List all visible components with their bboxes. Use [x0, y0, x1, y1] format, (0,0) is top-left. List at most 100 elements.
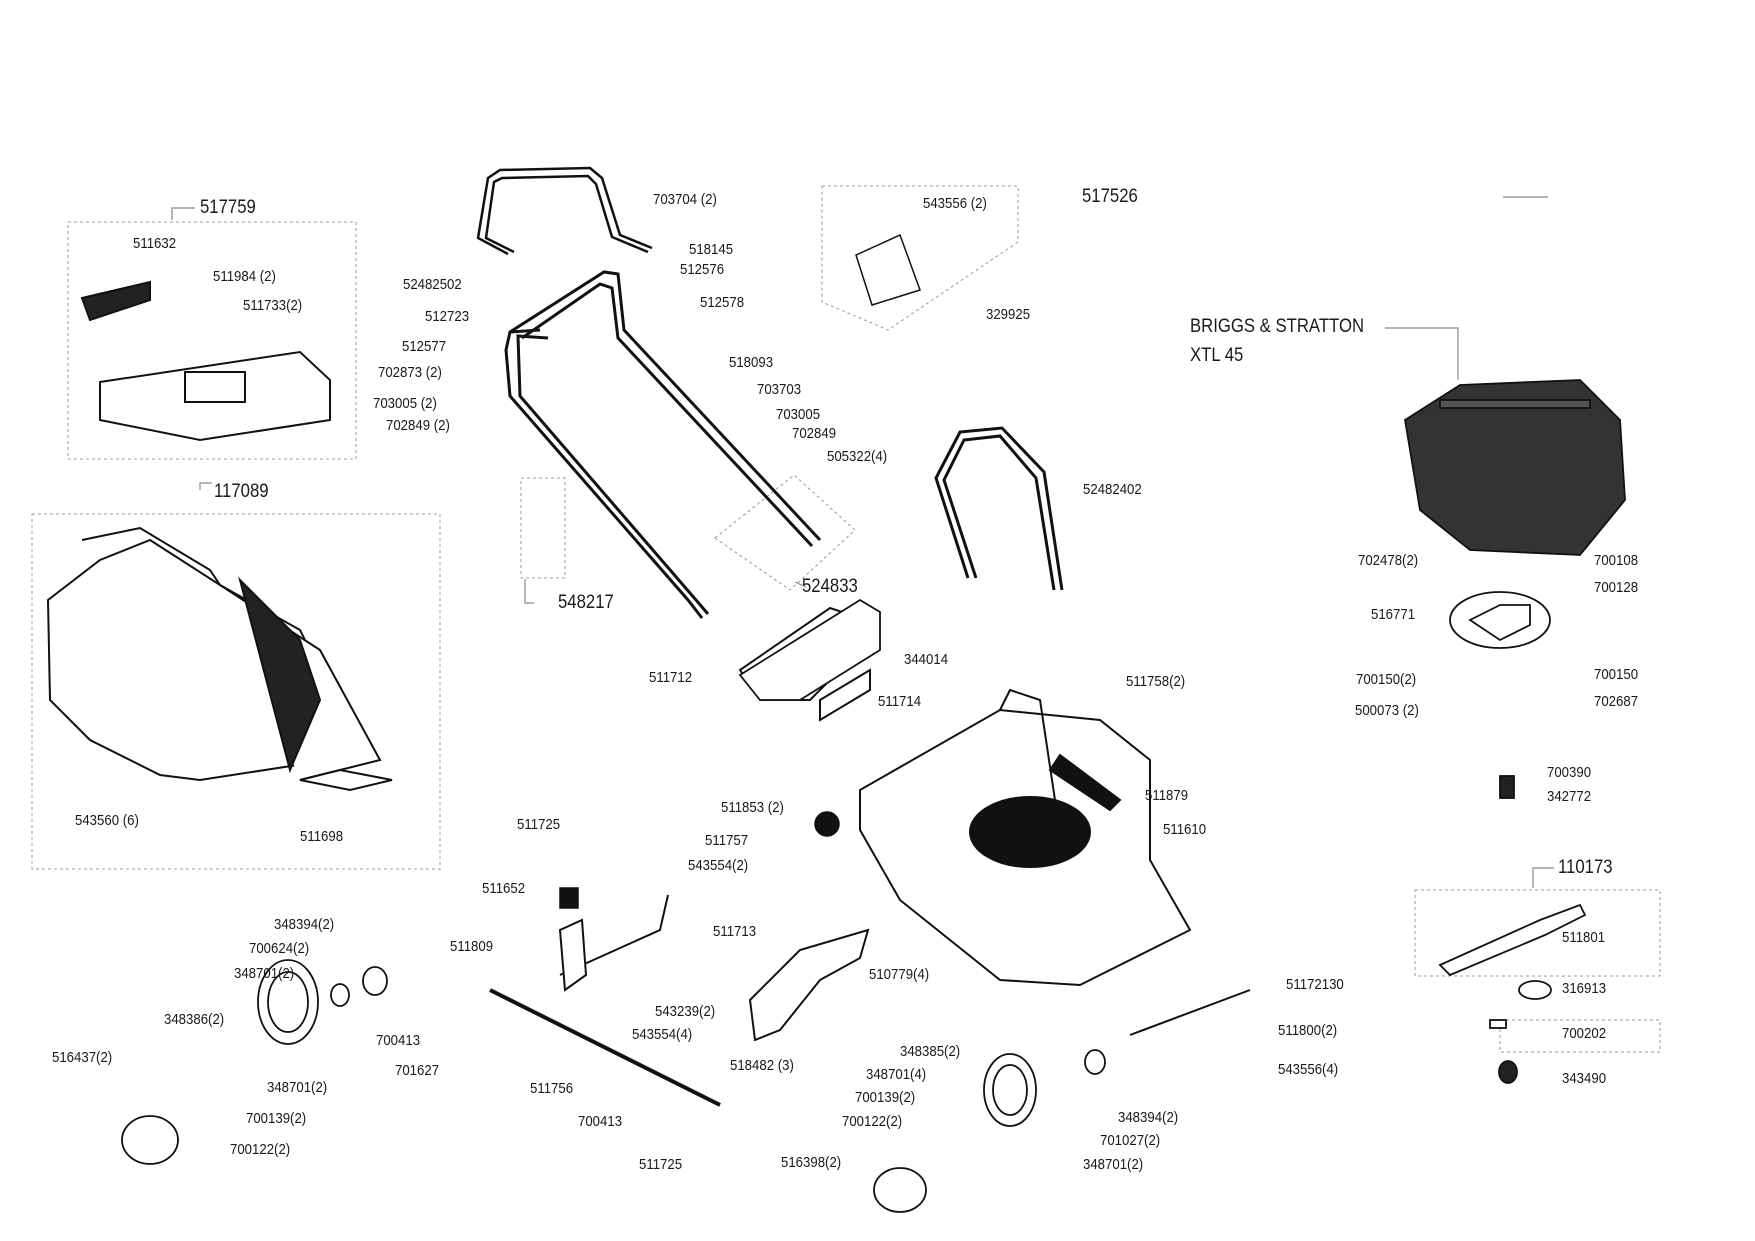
part-label: 700413: [578, 1113, 623, 1130]
switch-block: [559, 233, 921, 909]
part-label: 500073 (2): [1355, 702, 1419, 719]
part-label: 701027(2): [1100, 1132, 1161, 1149]
part-label: 700413: [376, 1032, 421, 1049]
leader: [199, 482, 212, 490]
box-110173: [1414, 889, 1661, 977]
part-label: 512723: [425, 308, 470, 325]
part-label: 511610: [1163, 821, 1207, 838]
part-label: 348394(2): [1118, 1109, 1179, 1126]
box-117089: [31, 513, 441, 870]
part-label: 700108: [1594, 552, 1639, 569]
part-label: 512576: [680, 261, 725, 278]
grass-catcher: [46, 526, 393, 792]
blade: [1438, 775, 1587, 1084]
part-label: 700122(2): [842, 1113, 903, 1130]
box-700202: [1499, 1019, 1661, 1053]
part-label: 511712: [649, 669, 693, 686]
part-label: 511984 (2): [213, 268, 276, 285]
part-label: 342772: [1547, 788, 1592, 805]
part-label: 348701(2): [267, 1079, 328, 1096]
leader: [171, 207, 195, 220]
part-label: 700202: [1562, 1025, 1607, 1042]
part-label: 52482402: [1083, 481, 1142, 498]
part-label: 511632: [133, 235, 177, 252]
deck: [859, 688, 1192, 987]
axles: [489, 894, 1251, 1107]
wheel-rear: [257, 959, 388, 1045]
rear-roller: [738, 598, 881, 701]
engine: [1404, 379, 1626, 556]
leader-engine: [1385, 327, 1459, 380]
engine-model-label: XTL 45: [1190, 345, 1244, 366]
part-label: 543556 (2): [923, 195, 987, 212]
part-label: 348701(2): [1083, 1156, 1144, 1173]
leader: [1532, 867, 1554, 888]
assembly-517759-label: 517759: [200, 197, 256, 218]
side-flap: [748, 928, 870, 1042]
handle-lower: [504, 270, 822, 619]
part-label: 511698: [300, 828, 344, 845]
box-517526: [821, 185, 1019, 331]
assembly-110173-label: 110173: [1558, 857, 1613, 878]
part-label: 512578: [700, 294, 745, 311]
part-label: 543239(2): [655, 1003, 716, 1020]
part-label: 511879: [1145, 787, 1189, 804]
part-label: 348386(2): [164, 1011, 225, 1028]
part-label: 511725: [639, 1156, 683, 1173]
part-label: 343490: [1562, 1070, 1607, 1087]
part-label: 700128: [1594, 579, 1639, 596]
part-label: 511652: [482, 880, 526, 897]
part-label: 702687: [1594, 693, 1639, 710]
part-label: 511758(2): [1126, 673, 1186, 690]
part-label: 511800(2): [1278, 1022, 1338, 1039]
adapter-plate: [1449, 591, 1551, 649]
leader: [794, 581, 807, 588]
part-label: 543560 (6): [75, 812, 139, 829]
part-label: 700139(2): [855, 1089, 916, 1106]
part-label: 518482 (3): [730, 1057, 794, 1074]
part-label: 702478(2): [1358, 552, 1419, 569]
part-label: 511756: [530, 1080, 574, 1097]
part-label: 703005 (2): [373, 395, 437, 412]
wheel-front: [121, 1049, 1106, 1213]
part-label: 700390: [1547, 764, 1592, 781]
part-label: 505322(4): [827, 448, 888, 465]
part-label: 511725: [517, 816, 561, 833]
part-label: 344014: [904, 651, 949, 668]
part-label: 511713: [713, 923, 757, 940]
handle-bail: [934, 426, 1064, 591]
part-label: 700150: [1594, 666, 1639, 683]
part-label: 702873 (2): [378, 364, 442, 381]
part-label: 518093: [729, 354, 774, 371]
part-label: 348701(4): [866, 1066, 927, 1083]
part-label: 516771: [1371, 606, 1416, 623]
assembly-117089-label: 117089: [214, 481, 269, 502]
part-label: 511757: [705, 832, 749, 849]
part-label: 543556(4): [1278, 1061, 1339, 1078]
part-label: 700122(2): [230, 1141, 291, 1158]
part-label: 511733(2): [243, 297, 303, 314]
part-label: 700150(2): [1356, 671, 1417, 688]
engine-brand-label: BRIGGS & STRATTON: [1190, 316, 1365, 337]
part-label: 52482502: [403, 276, 462, 293]
part-label: 511801: [1562, 929, 1606, 946]
handle-upper: [476, 166, 653, 256]
leader: [524, 579, 534, 604]
part-label: 543554(4): [632, 1026, 693, 1043]
part-label: 51172130: [1286, 976, 1344, 993]
part-label: 702849 (2): [386, 417, 450, 434]
part-label: 703005: [776, 406, 821, 423]
part-label: 700624(2): [249, 940, 310, 957]
part-label: 516398(2): [781, 1154, 842, 1171]
part-label: 701627: [395, 1062, 440, 1079]
part-label: 316913: [1562, 980, 1607, 997]
part-label: 348701(2): [234, 965, 295, 982]
box-524833: [714, 474, 856, 591]
part-label: 329925: [986, 306, 1031, 323]
part-label: 512577: [402, 338, 447, 355]
mulch-plug: [80, 280, 331, 442]
part-label: 702849: [792, 425, 837, 442]
part-label: 703704 (2): [653, 191, 717, 208]
